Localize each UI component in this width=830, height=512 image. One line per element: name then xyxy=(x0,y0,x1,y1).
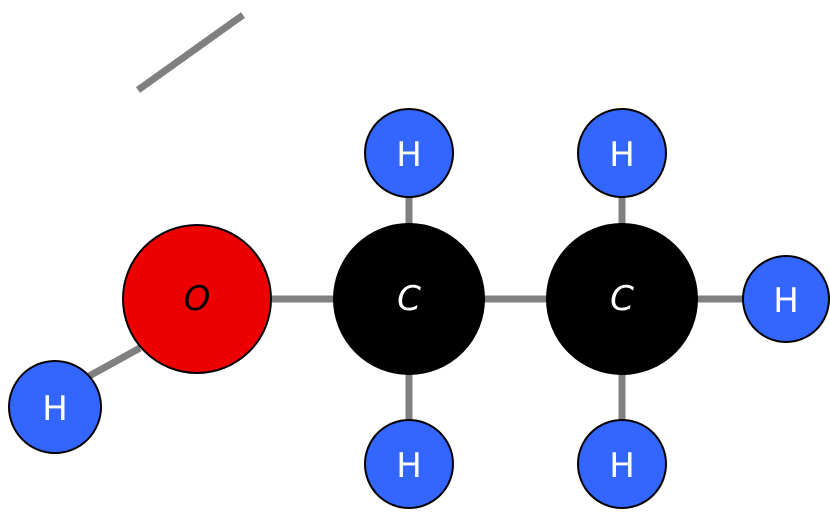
atom-hydroxyl-hydrogen: H xyxy=(8,360,102,454)
stray-line xyxy=(135,12,246,93)
atom-label: H xyxy=(609,135,635,175)
atom-carbon-2: C xyxy=(546,223,698,375)
atom-hydrogen-c2-bottom: H xyxy=(577,419,667,509)
atom-carbon-1: C xyxy=(333,223,485,375)
atom-label: H xyxy=(396,446,422,486)
atom-hydrogen-c1-top: H xyxy=(364,108,454,198)
atom-oxygen: O xyxy=(122,224,272,374)
atom-hydrogen-c2-top: H xyxy=(577,108,667,198)
atom-hydrogen-c2-right: H xyxy=(742,255,830,343)
atom-label: H xyxy=(42,389,68,429)
bond-h-o xyxy=(80,344,142,384)
bonds xyxy=(80,195,744,420)
atom-label: H xyxy=(609,446,635,486)
atom-label: H xyxy=(396,135,422,175)
atom-label: O xyxy=(184,279,211,319)
atom-label: C xyxy=(610,279,634,319)
atom-hydrogen-c1-bottom: H xyxy=(364,419,454,509)
atom-label: C xyxy=(397,279,421,319)
atom-label: H xyxy=(773,281,799,321)
